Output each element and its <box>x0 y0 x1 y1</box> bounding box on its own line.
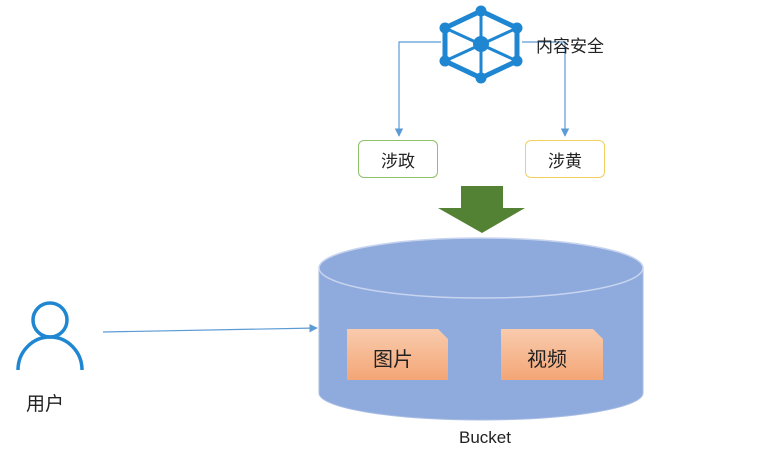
file-shape-video <box>501 329 603 380</box>
file-video-label: 视频 <box>527 347 567 371</box>
file-shape-image <box>347 329 448 380</box>
user-icon <box>16 301 84 371</box>
check-politics: 涉政 <box>358 140 438 178</box>
big-down-arrow <box>438 186 525 233</box>
bucket-label: Bucket <box>459 428 511 447</box>
hexagon-network-icon <box>439 5 523 84</box>
check-porn: 涉黄 <box>525 140 605 178</box>
connector-porn <box>522 41 570 137</box>
user-label: 用户 <box>26 393 65 415</box>
content-safety-label: 内容安全 <box>536 37 604 57</box>
bucket-cylinder <box>318 237 644 421</box>
connector-user-bucket <box>102 323 318 333</box>
connector-politics <box>394 41 441 137</box>
file-image-label: 图片 <box>373 347 413 371</box>
